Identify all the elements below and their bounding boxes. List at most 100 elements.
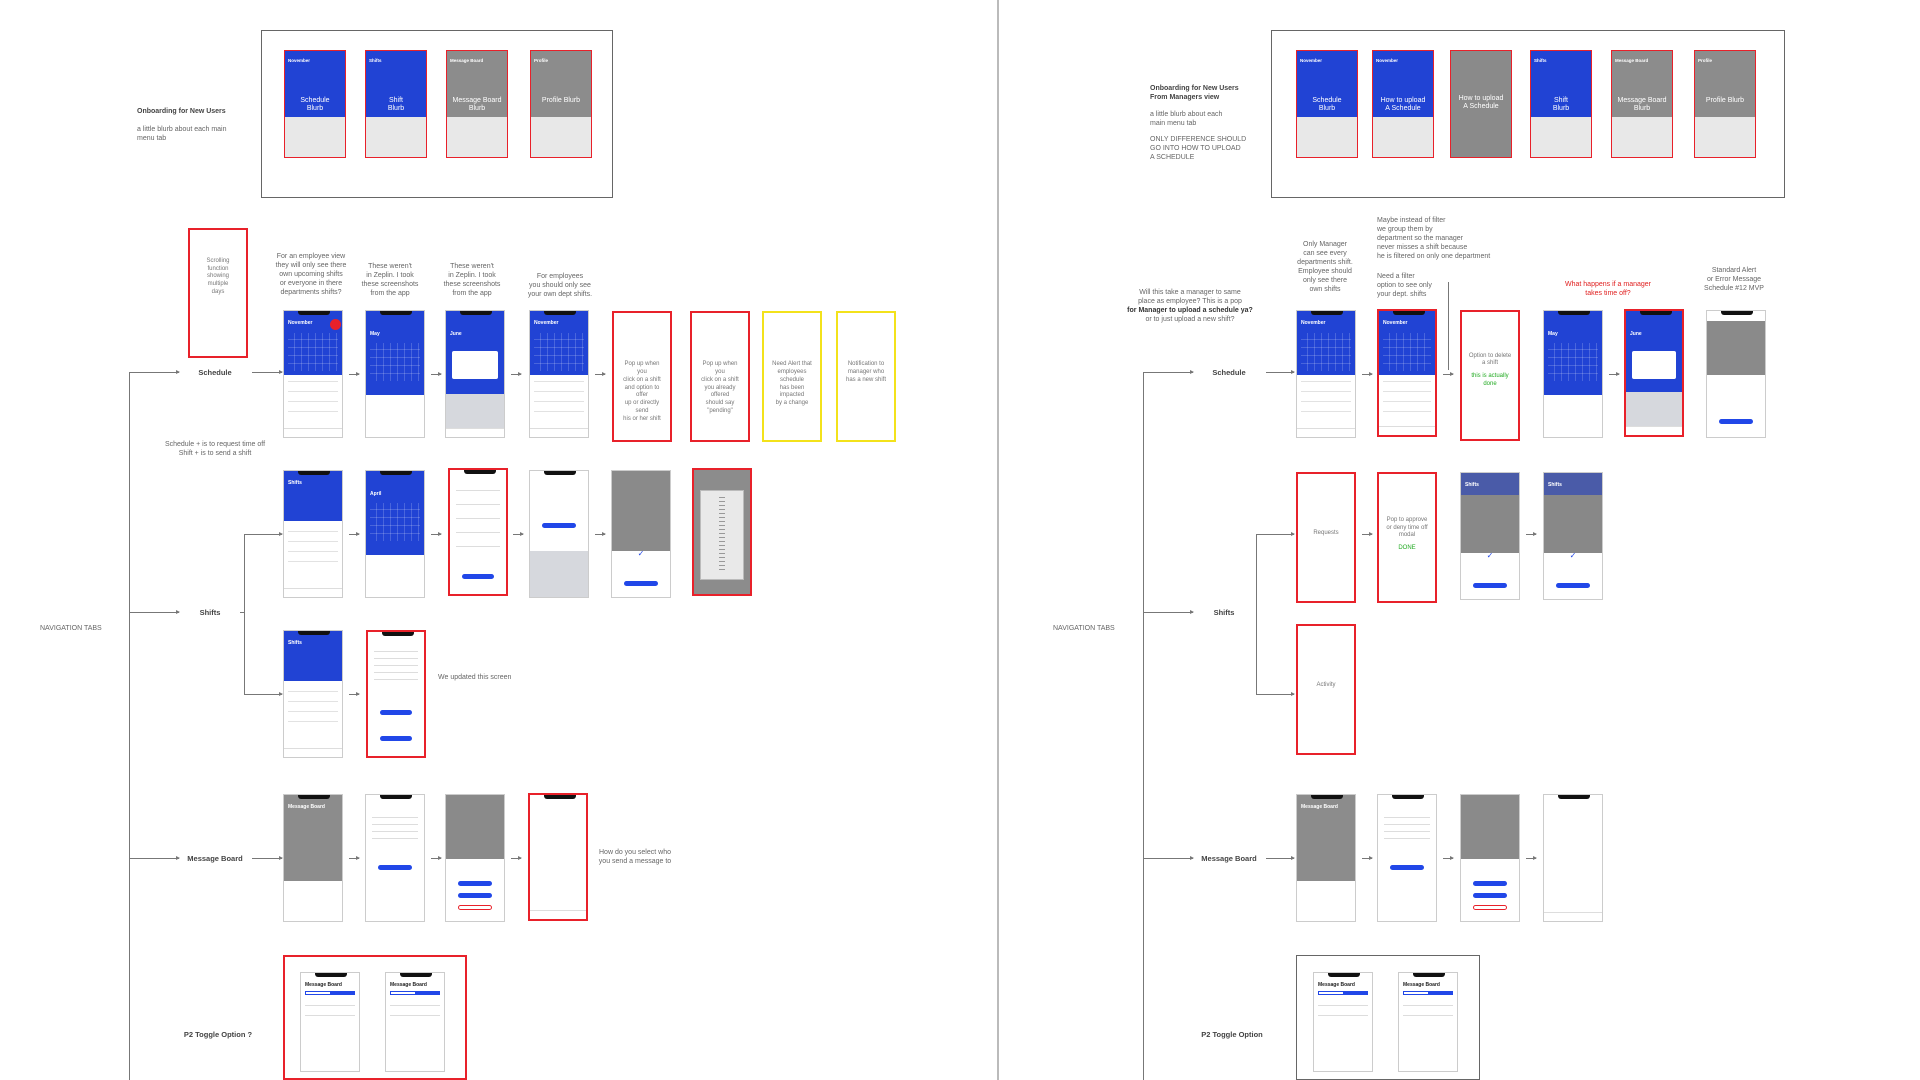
phone-schedule-november: November: [283, 310, 343, 438]
flow-arrow: [1362, 858, 1372, 859]
flow-arrow: [1443, 858, 1453, 859]
notification-new-shift-box: Notification to manager who has a new sh…: [836, 311, 896, 442]
onboarding-screen-list: [447, 117, 507, 157]
phone-shift-detail: [366, 630, 426, 758]
employee-list: [456, 490, 500, 560]
tab-bar: [284, 588, 342, 597]
flow-arrow: [513, 534, 523, 535]
delete-shift-text: Option to delete a shift: [1462, 353, 1518, 369]
phone-notch: [1721, 311, 1753, 315]
note-take-manager: Will this take a manager to same place a…: [1120, 288, 1260, 324]
shifts-title: Shifts: [1548, 482, 1562, 488]
shifts-title: Shifts: [1465, 482, 1479, 488]
section-label-p2-toggle: P2 Toggle Option ?: [178, 1030, 258, 1039]
shift-detail-lines: [374, 646, 418, 686]
connector-message-board-phone-right: [1266, 858, 1294, 859]
connector-schedule-phone-right: [1266, 372, 1294, 373]
dimmed-background: [612, 471, 670, 551]
activity-text: Activity: [1298, 682, 1354, 690]
onboarding-screen-label: Shift Blurb: [1531, 97, 1591, 113]
section-label-message-board: Message Board: [180, 854, 250, 863]
flow-arrow: [511, 858, 521, 859]
cancel-button: [458, 905, 492, 910]
phone-notch: [298, 471, 330, 475]
manager-phone-compose-1: [1377, 794, 1437, 922]
phone-notch: [1328, 973, 1360, 977]
onboarding-screen-list: [285, 117, 345, 157]
note-only-manager: Only Manager can see every departments s…: [1290, 240, 1360, 295]
connector-activity: [1256, 694, 1294, 695]
manager-phone-message-board: Message Board: [1296, 794, 1356, 922]
done-button: [1556, 583, 1590, 588]
onboarding-screen-message-board: Message Board Message Board Blurb: [446, 50, 508, 158]
message-lines: [372, 815, 418, 845]
confirm-button: [462, 574, 494, 579]
manager-onboarding-profile: Profile Profile Blurb: [1694, 50, 1756, 158]
phone-notch: [1393, 311, 1425, 315]
phone-notch: [544, 795, 576, 799]
note-take-manager-end: or to just upload a new shift?: [1145, 316, 1234, 323]
nav-tabs-label: NAVIGATION TABS: [40, 625, 102, 632]
note-zeplin-2: These weren't in Zeplin. I took these sc…: [437, 262, 507, 298]
connector-schedule: [129, 372, 179, 373]
calendar-grid: [1383, 333, 1431, 371]
section-label-schedule: Schedule: [180, 368, 250, 377]
manager-phone-request-june: June: [1624, 309, 1684, 437]
calendar-grid: [370, 503, 420, 541]
post-button: [1390, 865, 1424, 870]
phone-notch: [1558, 795, 1590, 799]
note-filter-group: Maybe instead of filter we group them by…: [1377, 216, 1507, 261]
option-button: [1473, 893, 1507, 898]
option-button: [1473, 881, 1507, 886]
phone-notch: [1558, 311, 1590, 315]
manager-phone-approved: Shifts ✓: [1460, 472, 1520, 600]
flow-arrow: [1609, 374, 1619, 375]
connector-schedule-right: [1143, 372, 1193, 373]
send-button: [380, 736, 412, 741]
shift-list: [288, 691, 338, 731]
send-button: [542, 523, 576, 528]
select-month-title: April: [370, 491, 381, 497]
shift-list: [288, 381, 338, 421]
scrolling-note-box: Scrolling function showing multiple days: [188, 228, 248, 358]
note-schedule-plus: Schedule + is to request time off Shift …: [150, 440, 280, 458]
onboarding-screen-header: November: [288, 58, 310, 63]
onboarding-screen-list: [531, 117, 591, 157]
tab-bar: [1626, 426, 1682, 435]
popup-offer-shift-box: Pop up when you click on a shift and opt…: [612, 311, 672, 442]
manager-onboarding-message-board: Message Board Message Board Blurb: [1611, 50, 1673, 158]
onboarding-screen-header: Shifts: [369, 58, 382, 63]
onboarding-screen-list: [1695, 117, 1755, 157]
toggle-tabs: [1403, 991, 1453, 995]
shifts-branch-right: [1256, 534, 1257, 694]
picker-sheet: [700, 490, 744, 580]
requests-text: Requests: [1298, 530, 1354, 538]
toggle-title: Message Board: [305, 982, 342, 988]
note-zeplin-1: These weren't in Zeplin. I took these sc…: [355, 262, 425, 298]
onboarding-screen-label: Message Board Blurb: [1612, 97, 1672, 113]
phone-notch: [464, 470, 496, 474]
post-button: [378, 865, 412, 870]
shift-list: [1301, 381, 1351, 421]
done-button: [1473, 583, 1507, 588]
connector-shifts-right: [1143, 612, 1193, 613]
phone-schedule-dept: November: [529, 310, 589, 438]
tab-bar: [530, 910, 586, 919]
phone-notch: [460, 311, 492, 315]
connector-shifts-row2: [244, 694, 282, 695]
bottom-panel: [366, 555, 424, 597]
phone-notch: [1413, 973, 1445, 977]
onboarding-screen-label: Profile Blurb: [531, 97, 591, 105]
manager-phone-compose-2: [1460, 794, 1520, 922]
manager-phone-new-message: [1543, 794, 1603, 922]
connector-requests: [1256, 534, 1294, 535]
onboarding-screen-label: Schedule Blurb: [285, 97, 345, 113]
left-onboarding-desc: a little blurb about each main menu tab: [137, 125, 237, 143]
phone-compose-2: [445, 794, 505, 922]
onboarding-screen-list: [366, 117, 426, 157]
tab-bar: [446, 428, 504, 437]
phone-time-picker: [692, 468, 752, 596]
cancel-button: [1473, 905, 1507, 910]
toggle-tabs: [305, 991, 355, 995]
keyboard: [530, 551, 588, 597]
